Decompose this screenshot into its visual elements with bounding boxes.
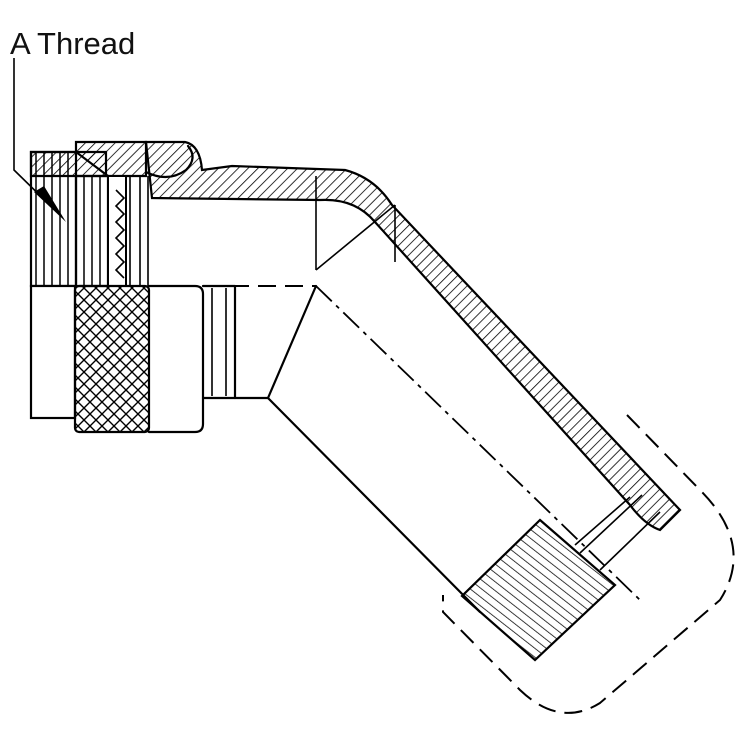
centerline (150, 285, 641, 601)
knurled-grip (29, 284, 205, 434)
backshell-body (233, 204, 482, 614)
coupling-nut (29, 140, 148, 288)
backshell-wall (144, 140, 682, 532)
callout-label: A Thread (10, 26, 135, 61)
inner-sleeve (201, 284, 237, 400)
accessory-envelope (442, 414, 735, 714)
internal-thread (107, 175, 149, 287)
rear-thread (460, 494, 661, 662)
